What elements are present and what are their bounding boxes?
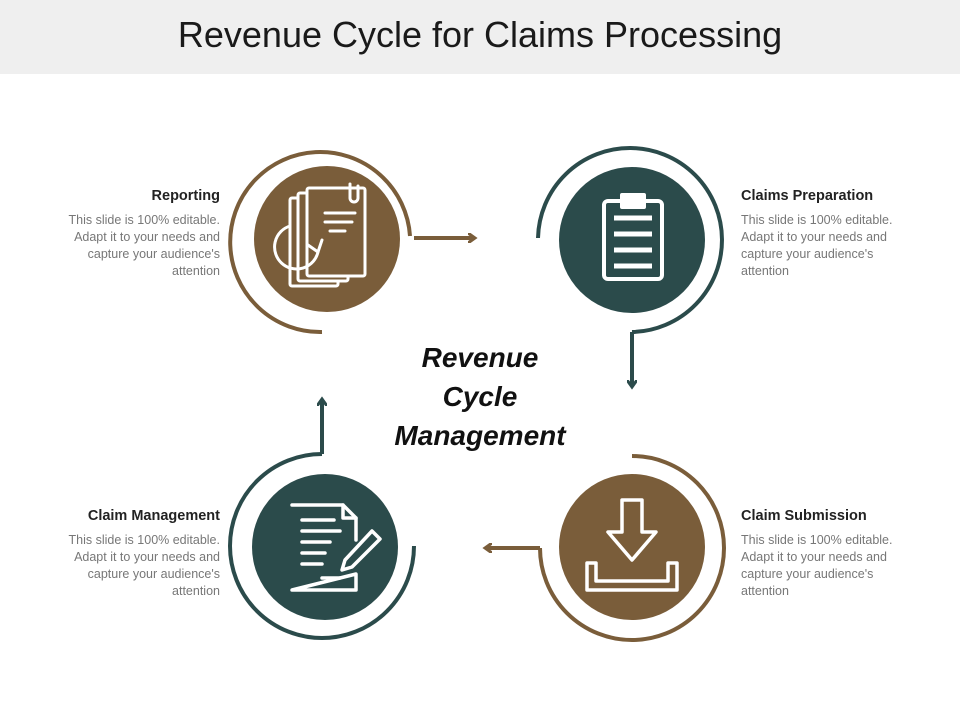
title-bar bbox=[0, 0, 960, 74]
step-reporting: Reporting This slide is 100% editable. A… bbox=[60, 188, 220, 280]
management-circle bbox=[252, 474, 398, 620]
preparation-node bbox=[536, 146, 724, 386]
documents-icon bbox=[273, 182, 367, 288]
step-title: Claim Submission bbox=[741, 508, 867, 524]
step-claims-preparation: Claims Preparation This slide is 100% ed… bbox=[741, 188, 901, 280]
center-label: Revenue Cycle Management bbox=[370, 338, 590, 455]
page-title: Revenue Cycle for Claims Processing bbox=[177, 14, 783, 55]
step-title: Claim Management bbox=[87, 508, 220, 524]
submission-ring bbox=[538, 454, 726, 642]
management-node bbox=[228, 400, 416, 640]
submission-circle bbox=[559, 474, 705, 620]
step-description: This slide is 100% editable. Adapt it to… bbox=[68, 213, 220, 278]
step-description: This slide is 100% editable. Adapt it to… bbox=[68, 533, 220, 598]
preparation-ring bbox=[536, 146, 724, 334]
management-ring bbox=[228, 452, 416, 640]
document-edit-icon bbox=[290, 503, 382, 592]
step-claim-management: Claim Management This slide is 100% edit… bbox=[60, 508, 220, 600]
reporting-node bbox=[228, 150, 474, 335]
step-title: Claims Preparation bbox=[741, 188, 874, 204]
step-description: This slide is 100% editable. Adapt it to… bbox=[741, 533, 893, 598]
clipboard-icon bbox=[602, 193, 664, 281]
center-label-line-3: Management bbox=[394, 420, 566, 451]
submission-node bbox=[486, 454, 726, 642]
download-icon bbox=[585, 498, 679, 592]
step-title: Reporting bbox=[151, 188, 220, 204]
step-description: This slide is 100% editable. Adapt it to… bbox=[741, 213, 893, 278]
step-claim-submission: Claim Submission This slide is 100% edit… bbox=[741, 508, 901, 600]
center-label-line-1: Revenue bbox=[421, 342, 539, 373]
center-label-line-2: Cycle bbox=[442, 381, 518, 412]
reporting-ring bbox=[228, 150, 412, 335]
preparation-circle bbox=[559, 167, 705, 313]
